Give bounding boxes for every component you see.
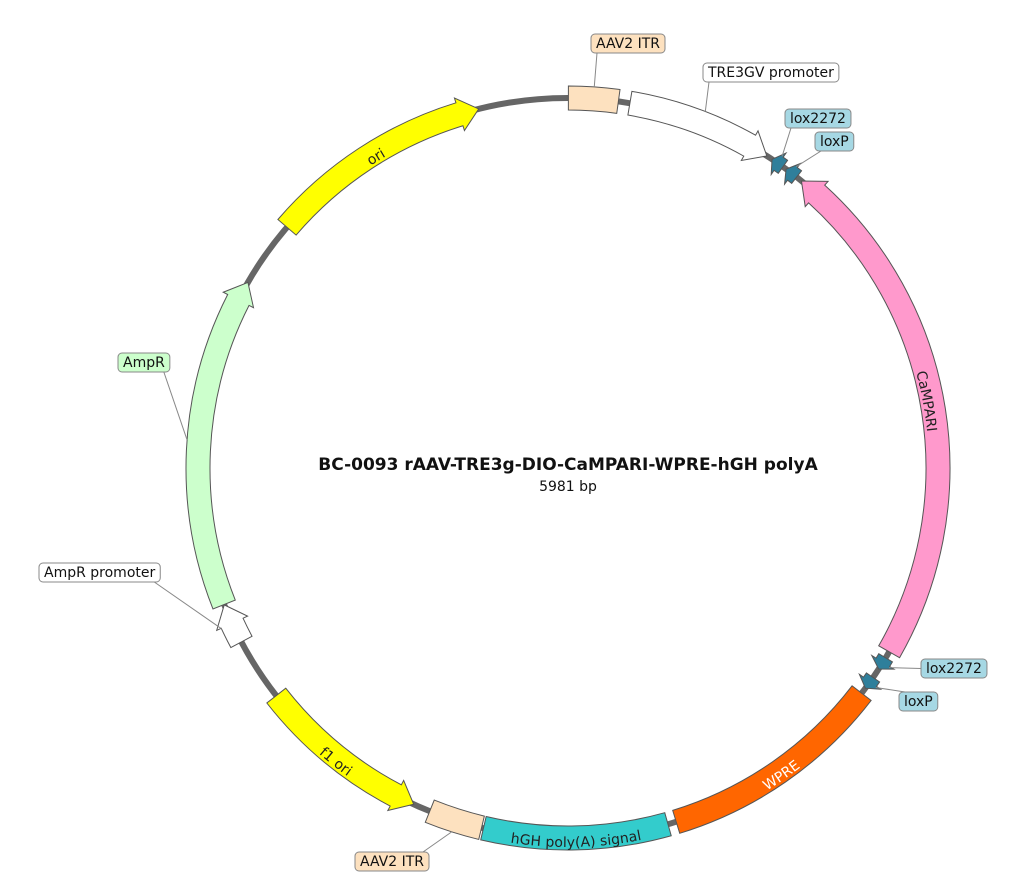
feature-shape-aav2-itr-bottom[interactable]	[424, 799, 485, 841]
callout-lox2272-top[interactable]: lox2272	[781, 108, 852, 157]
callout-lox2272-bottom[interactable]: lox2272	[888, 658, 988, 679]
callout-leader-ampr-promoter	[153, 581, 222, 630]
feature-shape-ampr-promoter[interactable]	[215, 604, 253, 649]
feature-shape-campari[interactable]	[800, 180, 951, 659]
callout-leader-loxp-top	[795, 150, 822, 168]
callout-ampr[interactable]: AmpR	[117, 352, 188, 440]
callout-aav2-itr-top[interactable]: AAV2 ITR	[590, 33, 666, 87]
callout-leader-aav2-itr-top	[593, 52, 598, 87]
callout-box-ampr[interactable]	[117, 352, 171, 373]
callout-leader-lox2272-bottom	[888, 667, 922, 669]
feature-aav2-itr-top[interactable]	[567, 85, 621, 114]
feature-ampr[interactable]	[185, 281, 255, 610]
callout-box-ampr-promoter[interactable]	[38, 562, 161, 583]
feature-shape-tre3gv-promoter[interactable]	[627, 90, 768, 162]
feature-shape-f1-ori[interactable]	[266, 687, 415, 812]
feature-tre3gv-promoter[interactable]	[627, 90, 768, 162]
feature-loxp-bottom[interactable]	[858, 672, 883, 690]
callout-label-loxp-top: loxP	[820, 134, 849, 150]
feature-shape-aav2-itr-top[interactable]	[567, 85, 621, 114]
callout-label-lox2272-top: lox2272	[790, 111, 846, 127]
callout-loxp-bottom[interactable]: loxP	[875, 686, 939, 712]
center-label: BC-0093 rAAV-TRE3g-DIO-CaMPARI-WPRE-hGH …	[318, 455, 818, 495]
plasmid-title: BC-0093 rAAV-TRE3g-DIO-CaMPARI-WPRE-hGH …	[318, 455, 818, 475]
callout-leader-lox2272-top	[781, 127, 792, 157]
callout-box-aav2-itr-top[interactable]	[590, 33, 666, 54]
callout-tre3gv-promoter[interactable]: TRE3GV promoter	[702, 62, 840, 112]
callout-leader-ampr	[163, 371, 188, 440]
feature-hgh-polya[interactable]: hGH poly(A) signal	[480, 812, 672, 851]
callout-box-tre3gv-promoter[interactable]	[702, 62, 840, 83]
feature-shape-lox2272-top[interactable]	[770, 151, 789, 177]
callout-loxp-top[interactable]: loxP	[795, 131, 855, 168]
feature-shape-hgh-polya[interactable]	[480, 812, 672, 851]
callout-box-lox2272-top[interactable]	[784, 108, 852, 129]
callout-label-tre3gv-promoter: TRE3GV promoter	[707, 65, 834, 81]
callout-box-loxp-bottom[interactable]	[898, 691, 939, 712]
feature-loxp-top[interactable]	[783, 162, 803, 186]
feature-shape-wpre[interactable]	[672, 685, 872, 834]
feature-shape-lox2272-bottom[interactable]	[870, 653, 896, 670]
callout-box-aav2-itr-bottom[interactable]	[354, 851, 430, 872]
callout-leader-loxp-bottom	[875, 686, 906, 693]
callout-label-lox2272-bottom: lox2272	[926, 661, 982, 677]
callout-label-aav2-itr-bottom: AAV2 ITR	[360, 854, 424, 870]
feature-campari[interactable]: CaMPARI	[800, 180, 951, 659]
callout-leader-tre3gv-promoter	[704, 81, 710, 112]
feature-ampr-promoter[interactable]	[215, 604, 253, 649]
feature-aav2-itr-bottom[interactable]	[424, 799, 485, 841]
feature-lox2272-top[interactable]	[770, 151, 789, 177]
feature-shape-ampr[interactable]	[185, 281, 255, 610]
plasmid-size: 5981 bp	[539, 479, 597, 495]
feature-ori[interactable]: ori	[277, 97, 480, 236]
callout-aav2-itr-bottom[interactable]: AAV2 ITR	[354, 831, 452, 872]
feature-wpre[interactable]: WPRE	[672, 685, 872, 834]
callout-ampr-promoter[interactable]: AmpR promoter	[38, 562, 222, 630]
callout-label-loxp-bottom: loxP	[904, 694, 933, 710]
callout-label-ampr: AmpR	[123, 355, 165, 371]
callout-layer: AAV2 ITR TRE3GV promoter lox2272 loxP lox227…	[38, 33, 988, 872]
feature-lox2272-bottom[interactable]	[870, 653, 896, 670]
callout-box-loxp-top[interactable]	[814, 131, 855, 152]
callout-label-ampr-promoter: AmpR promoter	[44, 565, 155, 581]
callout-box-lox2272-bottom[interactable]	[920, 658, 988, 679]
feature-shape-loxp-bottom[interactable]	[858, 672, 883, 690]
feature-shape-loxp-top[interactable]	[783, 162, 803, 186]
callout-leader-aav2-itr-bottom	[422, 831, 452, 853]
feature-f1-ori[interactable]: f1 ori	[266, 687, 415, 812]
callout-label-aav2-itr-top: AAV2 ITR	[596, 36, 660, 52]
feature-shape-ori[interactable]	[277, 97, 480, 236]
